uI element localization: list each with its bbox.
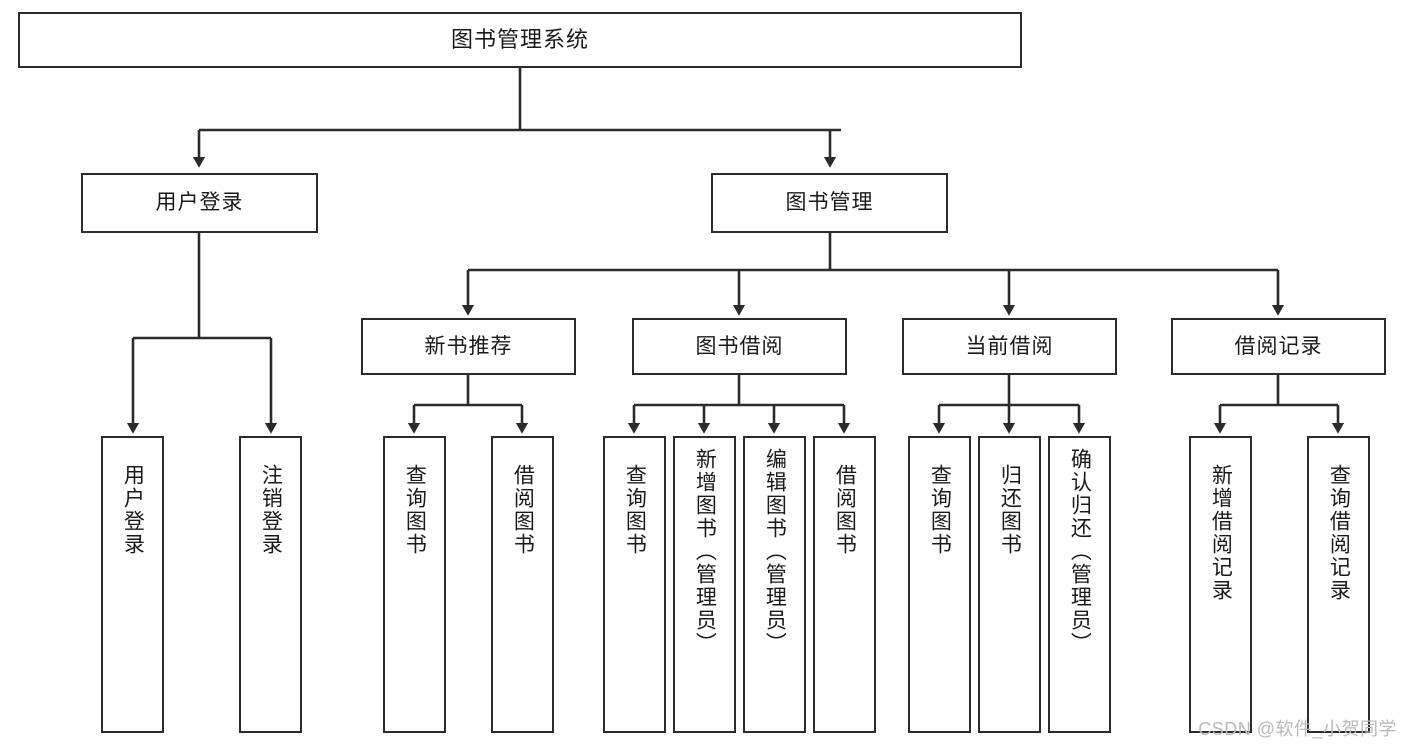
node-user-login[interactable]: 用户登录 [81, 173, 318, 233]
node-leaf-edit-book[interactable]: 编辑图书（管理员） [743, 436, 806, 733]
node-label: 借阅图书 [511, 464, 535, 556]
node-root-book-management-system[interactable]: 图书管理系统 [18, 12, 1022, 68]
node-label: 当前借阅 [965, 334, 1054, 358]
node-label: 借阅记录 [1234, 334, 1323, 358]
node-leaf-add-book[interactable]: 新增图书（管理员） [673, 436, 736, 733]
node-borrow-record[interactable]: 借阅记录 [1171, 318, 1386, 375]
node-leaf-user-login[interactable]: 用户登录 [101, 436, 164, 733]
node-leaf-borrow-book-1[interactable]: 借阅图书 [491, 436, 554, 733]
node-leaf-return-book[interactable]: 归还图书 [978, 436, 1041, 733]
node-label: 新增借阅记录 [1209, 464, 1233, 602]
node-label: 用户登录 [121, 464, 145, 556]
node-label: 图书借阅 [695, 334, 784, 358]
node-label: 注销登录 [259, 464, 283, 556]
node-label: 新增图书（管理员） [693, 448, 717, 655]
node-label: 用户登录 [155, 191, 244, 215]
node-book-manage[interactable]: 图书管理 [711, 173, 948, 233]
node-leaf-query-record[interactable]: 查询借阅记录 [1307, 436, 1370, 733]
node-leaf-add-record[interactable]: 新增借阅记录 [1189, 436, 1252, 733]
watermark: CSDN @软件_小贺同学 [1198, 719, 1397, 739]
node-label: 归还图书 [998, 464, 1022, 556]
node-label: 查询图书 [928, 464, 952, 556]
node-label: 借阅图书 [833, 464, 857, 556]
node-current-borrow[interactable]: 当前借阅 [902, 318, 1117, 375]
node-leaf-query-book-2[interactable]: 查询图书 [603, 436, 666, 733]
node-label: 查询借阅记录 [1327, 464, 1351, 602]
node-label: 查询图书 [623, 464, 647, 556]
node-label: 图书管理 [785, 191, 874, 215]
node-new-book-recommend[interactable]: 新书推荐 [361, 318, 576, 375]
node-label: 确认归还（管理员） [1068, 448, 1092, 655]
node-leaf-confirm-return[interactable]: 确认归还（管理员） [1048, 436, 1111, 733]
node-leaf-borrow-book-2[interactable]: 借阅图书 [813, 436, 876, 733]
node-leaf-query-book-1[interactable]: 查询图书 [383, 436, 446, 733]
node-book-borrow[interactable]: 图书借阅 [632, 318, 847, 375]
node-leaf-query-book-3[interactable]: 查询图书 [908, 436, 971, 733]
node-label: 编辑图书（管理员） [763, 448, 787, 655]
node-label: 新书推荐 [424, 334, 513, 358]
node-leaf-logout-login[interactable]: 注销登录 [239, 436, 302, 733]
node-label: 查询图书 [403, 464, 427, 556]
node-label: 图书管理系统 [450, 26, 589, 52]
